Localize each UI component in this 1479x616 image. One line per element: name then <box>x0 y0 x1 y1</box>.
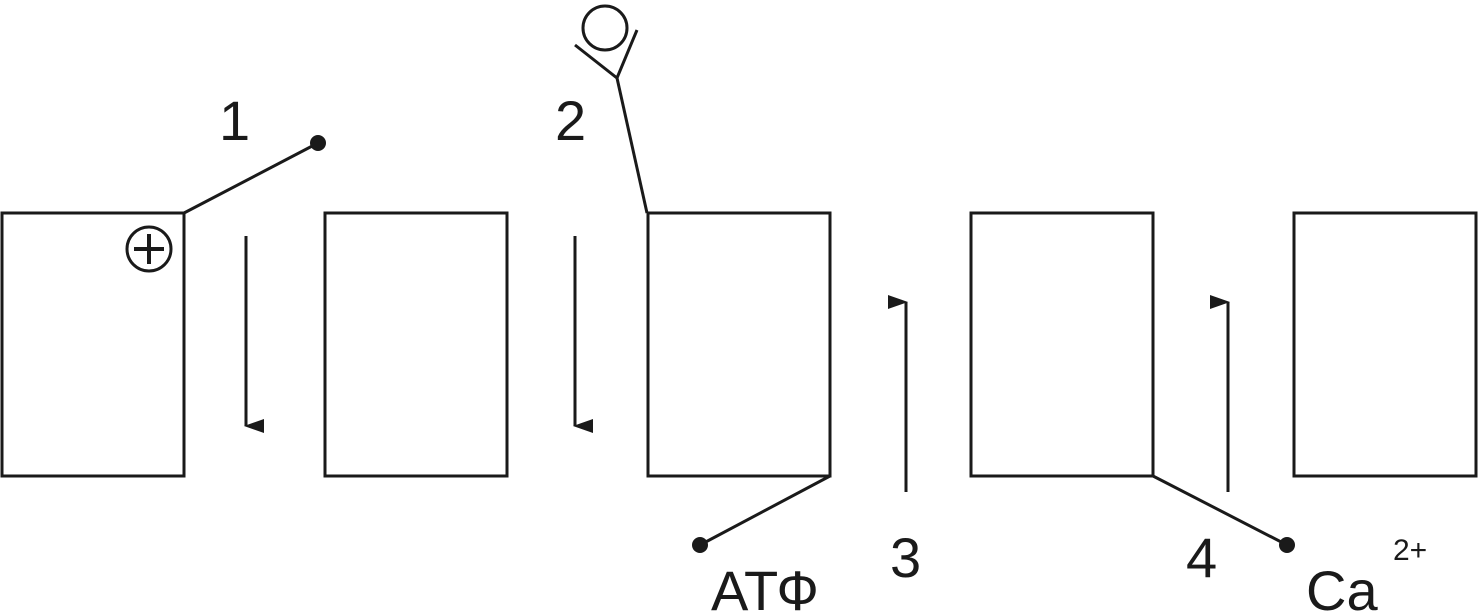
calcium-label: Ca <box>1306 559 1378 616</box>
ligand-gate-2 <box>574 29 649 214</box>
channel-number-4: 4 <box>1186 526 1217 589</box>
calcium-gate-4 <box>1152 474 1295 553</box>
channel-number-3: 3 <box>890 526 921 589</box>
atp-label: АТФ <box>711 559 819 616</box>
channel-number-2: 2 <box>555 89 586 152</box>
atp-gate-3 <box>692 474 831 553</box>
membrane-block-5 <box>1292 211 1478 478</box>
voltage-gate-1 <box>183 135 326 215</box>
membrane-block-2 <box>323 211 509 478</box>
ligand-circle-icon <box>581 4 629 52</box>
membrane-block-4 <box>969 211 1155 478</box>
membrane-block-3 <box>646 211 832 478</box>
channel-number-1: 1 <box>219 89 250 152</box>
membrane-block-1 <box>0 211 186 478</box>
positive-charge-icon <box>125 225 173 273</box>
calcium-charge-label: 2+ <box>1393 534 1427 567</box>
